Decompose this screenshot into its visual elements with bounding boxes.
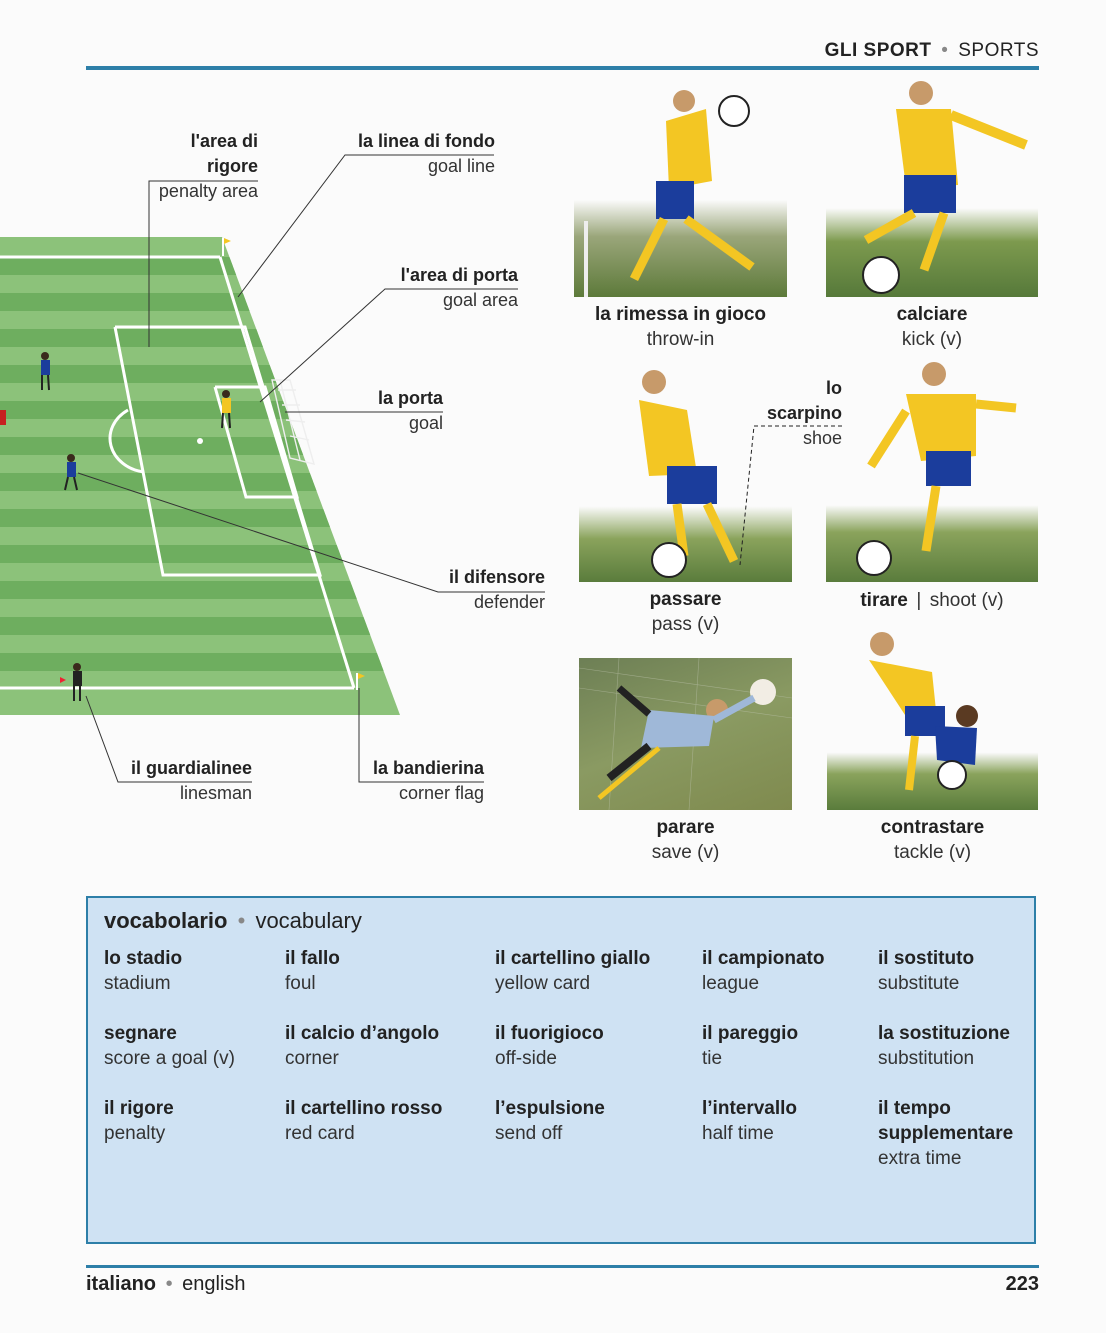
vocabulary-title: vocabolario • vocabulary (104, 908, 362, 933)
caption-save: parare save (v) (651, 817, 720, 863)
page-header: GLI SPORT • SPORTS (825, 40, 1039, 62)
leader-lines (77, 154, 545, 783)
page-number: 223 (1005, 1273, 1039, 1295)
photo-save (579, 658, 792, 810)
caption-pass: passare pass (v) (649, 589, 722, 635)
header-rule (86, 66, 1039, 70)
label-defender: il difensore defender (448, 567, 545, 612)
header-italian: GLI SPORT (824, 40, 932, 61)
caption-shoot: tirare | shoot (v) (860, 590, 1004, 611)
pitch-illustration (0, 154, 545, 783)
photo-tackle (827, 630, 1038, 810)
label-goal-area: l'area di porta goal area (400, 265, 518, 310)
caption-tackle: contrastare tackle (v) (880, 817, 985, 863)
caption-kick: calciare kick (v) (896, 304, 968, 350)
footer-languages: italiano • english (86, 1273, 246, 1295)
photo-pass (579, 366, 792, 582)
label-penalty-area: l'area di rigore penalty area (158, 131, 258, 201)
footer-rule (86, 1265, 1039, 1268)
header-separator: • (941, 40, 949, 61)
player-keeper (221, 390, 231, 429)
label-linesman: il guardialinee linesman (130, 758, 252, 803)
player-blue-1 (41, 352, 50, 391)
player-defender (64, 454, 78, 491)
label-corner-flag: la bandierina corner flag (372, 758, 484, 803)
pitch-surface (0, 237, 400, 715)
corner-flag-top (222, 238, 231, 256)
label-goal-line: la linea di fondo goal line (357, 131, 495, 176)
photo-throw-in (574, 81, 787, 297)
label-goal: la porta goal (377, 388, 443, 433)
shoe-leader-line (739, 425, 842, 566)
photo-kick (826, 75, 1038, 297)
caption-throw-in: la rimessa in gioco throw-in (594, 304, 767, 350)
player-red (0, 410, 6, 425)
player-linesman (60, 663, 82, 701)
corner-flag-bottom (356, 673, 365, 690)
photo-shoot (826, 356, 1038, 582)
label-shoe: lo scarpino shoe (766, 378, 842, 448)
header-english: SPORTS (958, 40, 1039, 61)
pitch-lines (0, 255, 356, 690)
